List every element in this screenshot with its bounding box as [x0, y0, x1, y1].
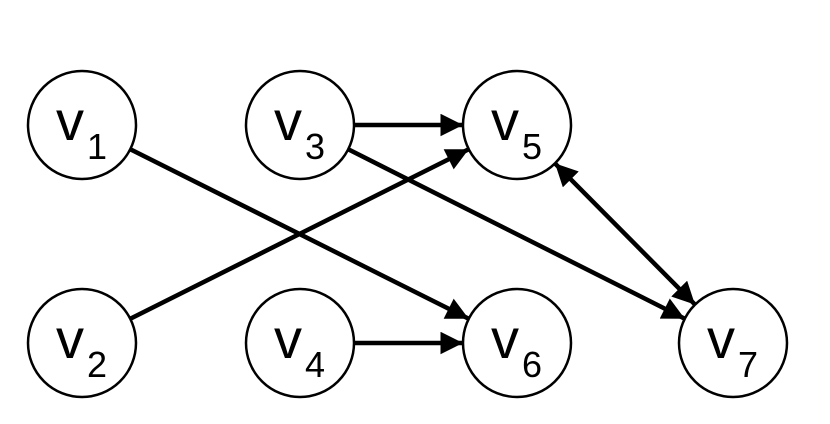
node-circle: [244, 287, 356, 399]
node-letter: v: [274, 89, 302, 152]
node-circle: [461, 287, 573, 399]
node-circle: [461, 69, 573, 181]
edge-v2-v5: [129, 147, 470, 321]
node-circle: [26, 287, 138, 399]
edges-layer: [129, 113, 697, 355]
node-subscript: 6: [522, 344, 542, 385]
node-subscript: 1: [87, 126, 107, 167]
node-letter: v: [491, 307, 519, 370]
node-letter: v: [707, 307, 735, 370]
node-letter: v: [274, 307, 302, 370]
node-subscript: 2: [87, 344, 107, 385]
node-circle: [244, 69, 356, 181]
node-circle: [26, 69, 138, 181]
node-circle: [677, 287, 789, 399]
node-subscript: 7: [738, 344, 758, 385]
node-letter: v: [56, 89, 84, 152]
node-subscript: 4: [305, 344, 325, 385]
edge-v5-v7: [553, 161, 697, 307]
node-subscript: 5: [522, 126, 542, 167]
node-letter: v: [56, 307, 84, 370]
node-letter: v: [491, 89, 519, 152]
node-subscript: 3: [305, 126, 325, 167]
